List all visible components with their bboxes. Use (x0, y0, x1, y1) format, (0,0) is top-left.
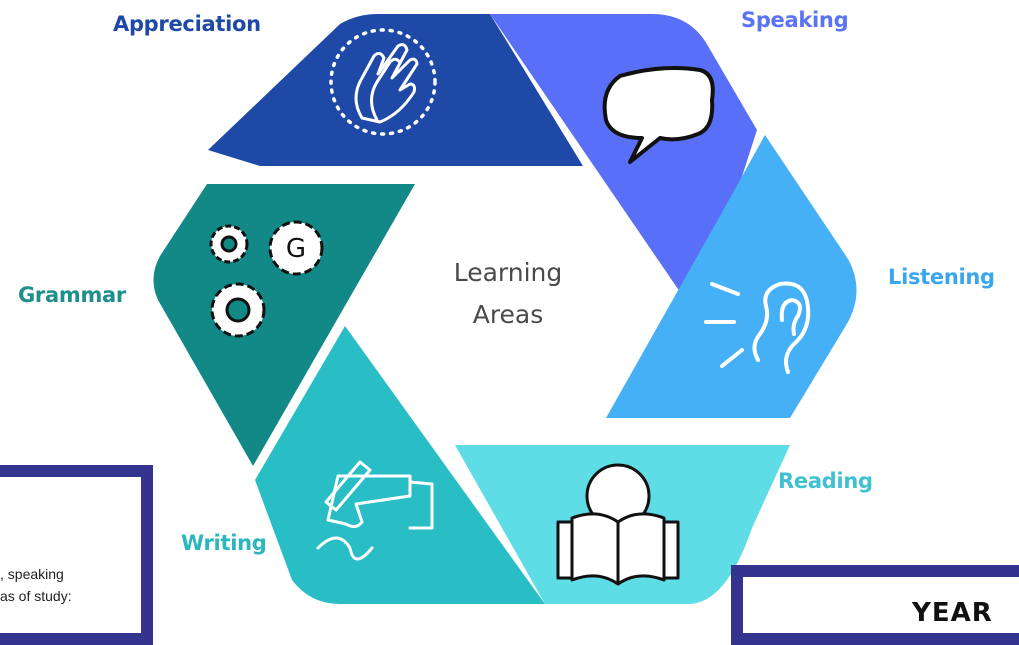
open-book-icon (556, 463, 680, 586)
label-grammar: Grammar (18, 283, 126, 307)
ear-icon (704, 281, 811, 374)
hand-writing-icon (316, 460, 434, 561)
center-title-line2: Areas (472, 300, 544, 329)
left-info-frame (0, 465, 153, 645)
label-speaking: Speaking (741, 8, 849, 32)
clapping-hands-icon (329, 28, 437, 136)
segment-writing (255, 326, 545, 604)
speech-bubble-icon (602, 66, 715, 164)
label-appreciation: Appreciation (113, 12, 261, 36)
label-listening: Listening (888, 265, 995, 289)
left-frame-text-line1: , speaking (0, 566, 64, 582)
gears-icon (209, 220, 324, 338)
label-reading: Reading (778, 469, 873, 493)
learning-areas-diagram: G (153, 14, 857, 604)
label-writing: Writing (181, 531, 267, 555)
left-frame-text-line2: as of study: (0, 588, 72, 604)
segment-listening (606, 135, 857, 418)
right-frame-heading: YEAR (912, 598, 993, 628)
grammar-letter-icon: G (286, 234, 306, 264)
center-title: Learning Areas (400, 252, 616, 336)
center-title-line1: Learning (453, 258, 563, 287)
segment-appreciation (208, 14, 583, 166)
